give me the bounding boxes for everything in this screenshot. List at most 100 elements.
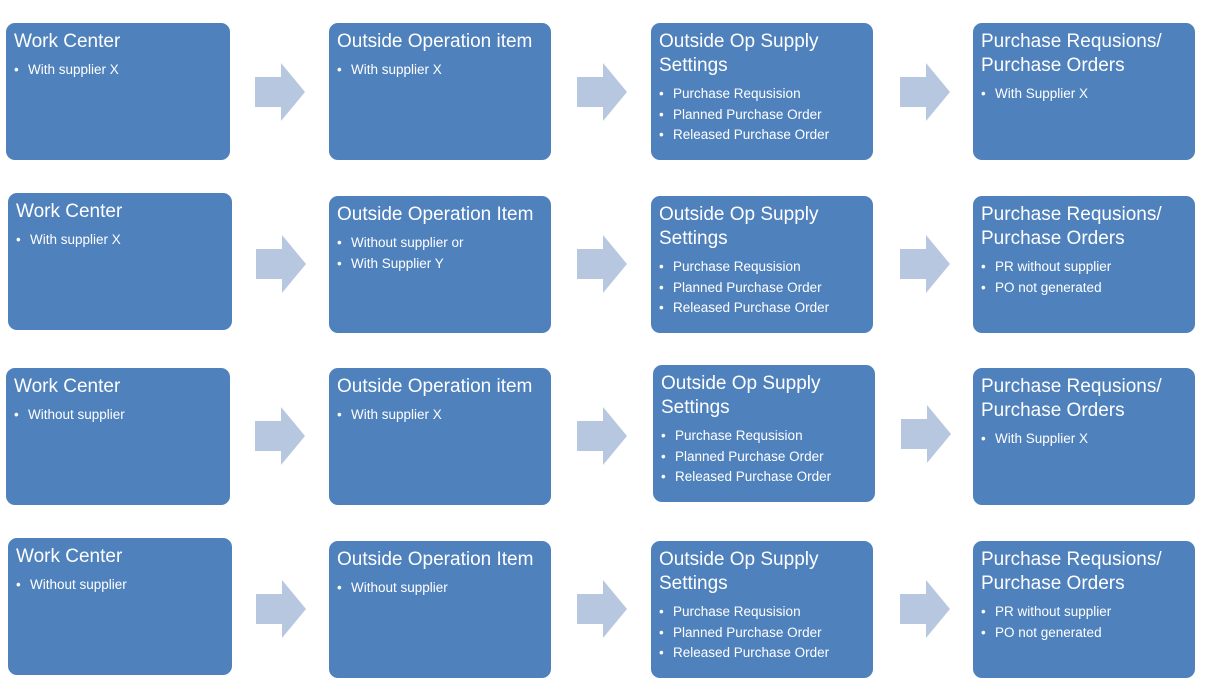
bullet-item: •Planned Purchase Order xyxy=(659,105,865,126)
work-center-box: Work Center•With supplier X xyxy=(5,22,231,161)
bullet-item: • Released Purchase Order xyxy=(659,643,865,664)
purchase-orders-box: Purchase Requsions/ Purchase Orders • PR w… xyxy=(972,195,1196,334)
bullet-list: •Without supplier or•With Supplier Y xyxy=(337,233,543,274)
box-title: Outside Operation Item xyxy=(337,549,534,570)
right-arrow-icon xyxy=(900,580,950,638)
bullet-list: •Without supplier xyxy=(16,575,224,596)
bullet-list: • With supplier X xyxy=(14,60,222,81)
bullet-icon: • xyxy=(659,645,664,660)
bullet-item: • PO not generated xyxy=(981,623,1187,644)
bullet-icon: • xyxy=(16,232,21,247)
bullet-item: • Planned Purchase Order xyxy=(659,623,865,644)
bullet-text: Released Purchase Order xyxy=(673,300,830,315)
outside-operation-item-box: Outside Operation item •With supplier X xyxy=(328,367,552,506)
box-title: Purchase Requsions/ Purchase Orders xyxy=(981,31,1162,76)
outside-operation-item-box: Outside Operation Item •Without supplier xyxy=(328,540,552,679)
bullet-text: Purchase Requsision xyxy=(673,604,801,619)
right-arrow-icon xyxy=(255,407,305,465)
purchase-orders-box: Purchase Requsions/ Purchase Orders•PR w… xyxy=(972,540,1196,679)
right-arrow-icon xyxy=(577,235,627,293)
bullet-item: • With supplier X xyxy=(14,60,222,81)
bullet-text: PO not generated xyxy=(995,624,1102,640)
bullet-text: Purchase Requsision xyxy=(675,428,803,443)
bullet-text: Planned Purchase Order xyxy=(673,106,822,122)
outside-op-supply-settings-box: Outside Op Supply Settings • Purchase Requ… xyxy=(650,540,874,679)
bullet-item: • Purchase Requsision xyxy=(659,257,865,278)
bullet-icon: • xyxy=(981,279,986,295)
outside-op-supply-settings-box: Outside Op Supply Settings•Purchase Requ… xyxy=(650,195,874,334)
bullet-text: With supplier X xyxy=(351,62,442,77)
bullet-list: • Purchase Requsision • Planned Purchase Or… xyxy=(659,602,865,664)
bullet-item: •With Supplier X xyxy=(981,84,1187,105)
bullet-text: Planned Purchase Order xyxy=(673,624,822,640)
bullet-item: •Released Purchase Order xyxy=(659,298,865,319)
right-arrow-icon xyxy=(256,580,306,638)
bullet-text: Without supplier xyxy=(30,577,127,592)
bullet-icon: • xyxy=(981,624,986,640)
bullet-text: PR without supplier xyxy=(995,259,1112,274)
bullet-icon: • xyxy=(659,279,664,295)
bullet-text: Without supplier or xyxy=(351,235,464,250)
bullet-text: PO not generated xyxy=(995,279,1102,295)
bullet-list: • Purchase Requsision • Planned Purchase Or… xyxy=(659,257,865,319)
bullet-list: •Purchase Requsision•Planned Purchase Or… xyxy=(659,84,865,146)
purchase-orders-box: Purchase Requsions/ Purchase Orders •With… xyxy=(972,367,1196,506)
right-arrow-icon xyxy=(577,63,627,121)
bullet-text: PR without supplier xyxy=(995,604,1112,619)
right-arrow-icon xyxy=(256,235,306,293)
box-title: Outside Op Supply Settings xyxy=(659,31,819,76)
bullet-item: • PR without supplier xyxy=(981,602,1187,623)
bullet-icon: • xyxy=(14,407,19,422)
bullet-text: Without supplier xyxy=(28,407,125,422)
bullet-icon: • xyxy=(337,407,342,422)
bullet-icon: • xyxy=(337,255,342,271)
bullet-icon: • xyxy=(661,469,666,484)
bullet-item: •With supplier X xyxy=(337,405,543,426)
bullet-item: •Purchase Requsision xyxy=(659,84,865,105)
work-center-box: Work Center •With supplier X xyxy=(7,192,233,331)
bullet-text: Purchase Requsision xyxy=(673,259,801,274)
bullet-item: •With supplier X xyxy=(337,60,543,81)
bullet-icon: • xyxy=(337,235,342,250)
bullet-icon: • xyxy=(661,428,666,443)
bullet-icon: • xyxy=(14,62,19,77)
bullet-icon: • xyxy=(659,86,664,101)
purchase-orders-box: Purchase Requsions/ Purchase Orders •With… xyxy=(972,22,1196,161)
bullet-icon: • xyxy=(659,624,664,640)
bullet-text: With supplier X xyxy=(28,62,119,77)
bullet-list: •PR without supplier•PO not generated xyxy=(981,257,1187,298)
bullet-list: •With supplier X xyxy=(337,60,543,81)
box-title: Work Center xyxy=(16,201,123,222)
bullet-icon: • xyxy=(981,604,986,619)
bullet-item: •Released Purchase Order xyxy=(659,125,865,146)
bullet-item: • Purchase Requsision xyxy=(661,426,867,447)
bullet-list: •Without supplier xyxy=(337,578,543,599)
bullet-icon: • xyxy=(981,431,986,446)
box-title: Work Center xyxy=(16,546,123,567)
box-title: Outside Op Supply Settings xyxy=(659,549,819,594)
right-arrow-icon xyxy=(900,235,950,293)
box-title: Purchase Requsions/ Purchase Orders xyxy=(981,204,1162,249)
bullet-text: Planned Purchase Order xyxy=(673,279,822,295)
right-arrow-icon xyxy=(255,63,305,121)
box-title: Outside Operation item xyxy=(337,376,533,397)
bullet-list: •With supplier X xyxy=(16,230,224,251)
bullet-list: •With Supplier X xyxy=(981,84,1187,105)
bullet-item: •With Supplier X xyxy=(981,429,1187,450)
bullet-text: Released Purchase Order xyxy=(673,127,830,142)
bullet-text: Released Purchase Order xyxy=(673,645,830,660)
bullet-item: •Released Purchase Order xyxy=(661,467,867,488)
bullet-item: • Without supplier xyxy=(14,405,222,426)
bullet-list: •With Supplier X xyxy=(981,429,1187,450)
box-title: Outside Operation Item xyxy=(337,204,534,225)
bullet-item: •With supplier X xyxy=(16,230,224,251)
work-center-box: Work Center •Without supplier xyxy=(7,537,233,676)
bullet-item: • Purchase Requsision xyxy=(659,602,865,623)
bullet-icon: • xyxy=(659,259,664,274)
box-title: Outside Op Supply Settings xyxy=(661,373,821,418)
bullet-list: • PR without supplier • PO not generated xyxy=(981,602,1187,643)
bullet-text: Planned Purchase Order xyxy=(675,448,824,464)
right-arrow-icon xyxy=(900,63,950,121)
bullet-icon: • xyxy=(659,604,664,619)
box-title: Purchase Requsions/ Purchase Orders xyxy=(981,376,1162,421)
